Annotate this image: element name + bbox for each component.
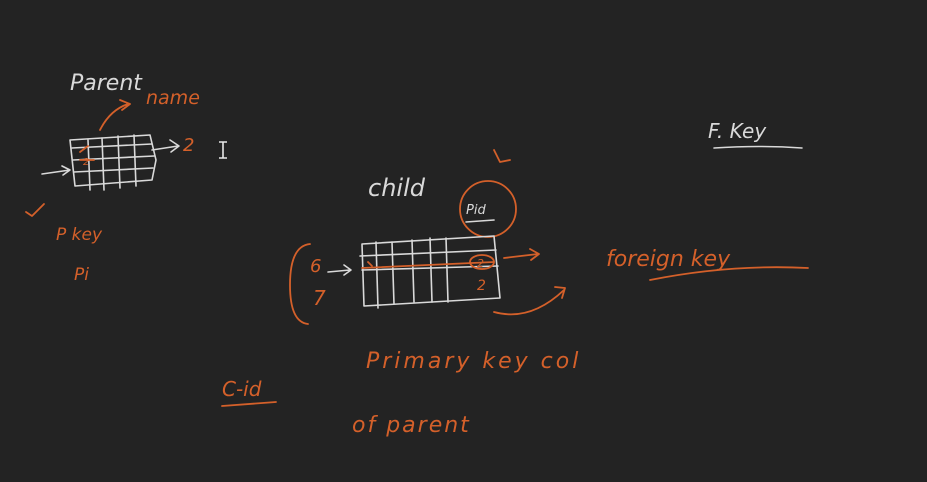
six-label: 6 [310, 256, 321, 277]
primary-key-col-label: Primary key col [366, 349, 581, 374]
check-mark-child [493, 149, 511, 163]
six-arrow [327, 264, 352, 276]
fkey-underline [713, 145, 803, 149]
circled-two [469, 254, 495, 270]
fkey-title: F. Key [708, 119, 767, 143]
child-table-sketch [359, 235, 501, 309]
pkey-label: P key [56, 225, 103, 245]
text-cursor-icon [219, 141, 227, 159]
seven-label: 7 [313, 286, 326, 310]
parent-cell-two: 2 [83, 157, 89, 168]
parent-table-sketch [69, 134, 157, 191]
name-arrow [99, 99, 131, 131]
primary-key-arrow [493, 286, 566, 316]
child-title: child [368, 174, 426, 202]
of-parent-label: of parent [352, 413, 471, 438]
right-arrow [151, 139, 180, 153]
parent-title: Parent [70, 71, 143, 96]
pid-label: Pid [466, 203, 486, 218]
cid-label: C-id [222, 377, 262, 401]
row-bracket [289, 243, 311, 325]
cell-two-label: 2 [477, 278, 486, 294]
foreign-key-label: foreign key [606, 247, 731, 272]
foreign-key-underline [649, 266, 809, 281]
foreign-key-arrow [503, 248, 540, 261]
pi-label: Pi [74, 265, 89, 285]
cid-underline [221, 401, 277, 407]
name-label: name [146, 87, 200, 109]
check-mark-left [25, 203, 45, 217]
two-label: 2 [183, 135, 194, 156]
circled-two-label: 2 [477, 257, 484, 270]
pid-underline [465, 219, 495, 223]
left-arrow [41, 165, 71, 176]
